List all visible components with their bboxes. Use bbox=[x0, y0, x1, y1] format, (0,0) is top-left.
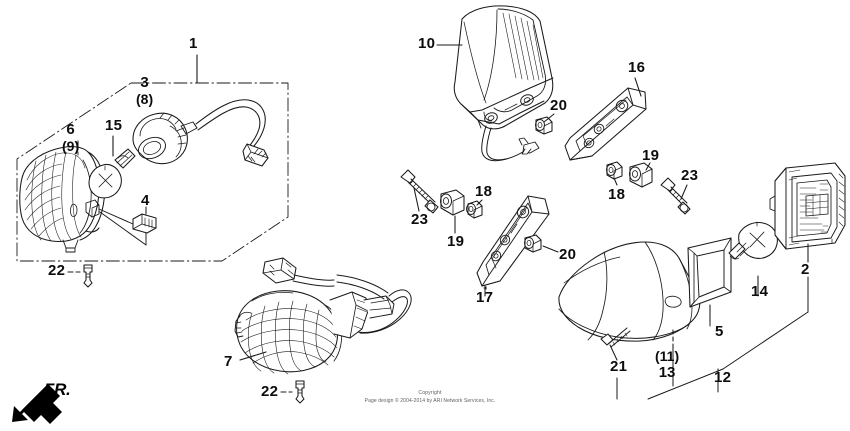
part-22a-screw bbox=[83, 264, 93, 288]
callout-22-left: 22 bbox=[48, 262, 66, 279]
part-20b-collar bbox=[524, 234, 542, 253]
part-19a-bushing bbox=[629, 162, 653, 188]
part-23b-bolt bbox=[400, 169, 439, 214]
callout-2: 2 bbox=[801, 261, 810, 278]
part-14-bulb bbox=[728, 221, 778, 260]
part-2-right-lamp bbox=[769, 162, 846, 250]
callout-14: 14 bbox=[751, 283, 769, 300]
callout-13-11: (11) 13 bbox=[655, 348, 680, 381]
callout-16: 16 bbox=[628, 59, 646, 76]
part-13-lower-cover bbox=[558, 241, 701, 342]
connector-left bbox=[242, 143, 269, 167]
callout-4: 4 bbox=[141, 192, 150, 209]
group-leader-lines bbox=[616, 276, 809, 400]
callout-6-9: 6 (9) bbox=[62, 121, 80, 154]
part-18a-nut bbox=[606, 161, 623, 180]
callout-1: 1 bbox=[189, 35, 198, 52]
callout-10: 10 bbox=[418, 35, 436, 52]
callout-20-lower: 20 bbox=[559, 246, 577, 263]
callout-13-main: 13 bbox=[658, 363, 676, 381]
callout-12: 12 bbox=[714, 369, 732, 386]
callout-18-right: 18 bbox=[608, 186, 626, 203]
callout-22-center: 22 bbox=[261, 383, 279, 400]
part-6-left-lens bbox=[19, 146, 106, 253]
callout-18-left: 18 bbox=[475, 183, 493, 200]
callout-3-sub: (8) bbox=[136, 90, 154, 107]
part-3-socket bbox=[132, 112, 198, 165]
callout-13-sub: (11) bbox=[655, 348, 680, 364]
callout-19-left: 19 bbox=[447, 233, 465, 250]
callout-5: 5 bbox=[715, 323, 724, 340]
callout-20-upper: 20 bbox=[550, 97, 568, 114]
wire-harness-center bbox=[481, 125, 540, 162]
part-7-lower-winker bbox=[234, 257, 412, 375]
part-20a-collar bbox=[535, 116, 553, 135]
callout-23-right: 23 bbox=[681, 167, 699, 184]
part-23a-bolt bbox=[660, 177, 691, 215]
part-15-bulb bbox=[88, 148, 136, 199]
wire-harness-left bbox=[195, 99, 266, 154]
part-16-right-arm bbox=[564, 87, 647, 161]
part-5-gasket bbox=[687, 237, 732, 308]
callout-6-main: 6 bbox=[66, 121, 75, 138]
front-direction-marker: FR. bbox=[8, 378, 86, 424]
callout-19-right: 19 bbox=[642, 147, 660, 164]
copyright-line-2: Page design © 2004-2014 by ARI Network S… bbox=[364, 397, 496, 404]
arrow-down-left-icon bbox=[12, 384, 62, 424]
callout-21: 21 bbox=[610, 358, 628, 375]
front-label: FR. bbox=[44, 380, 71, 399]
copyright-line-1: Copyright bbox=[418, 390, 442, 396]
callout-17: 17 bbox=[476, 289, 494, 306]
part-10-upper-cover bbox=[453, 5, 554, 130]
callout-7: 7 bbox=[224, 353, 233, 370]
part-22b-screw bbox=[295, 380, 305, 404]
callout-3-main: 3 bbox=[140, 74, 149, 91]
part-19b-bushing bbox=[440, 189, 465, 216]
part-17-left-arm bbox=[476, 195, 550, 287]
callout-3-8: 3 (8) bbox=[136, 74, 154, 107]
part-18b-nut bbox=[466, 200, 483, 219]
part-21-screw bbox=[600, 327, 631, 348]
callout-15: 15 bbox=[105, 117, 123, 134]
group-1-boundary bbox=[16, 82, 289, 262]
copyright-notice: Copyright Page design © 2004-2014 by ARI… bbox=[330, 390, 530, 405]
part-4-clip bbox=[132, 213, 157, 234]
callout-23-left: 23 bbox=[411, 211, 429, 228]
callout-6-sub: (9) bbox=[62, 137, 80, 154]
